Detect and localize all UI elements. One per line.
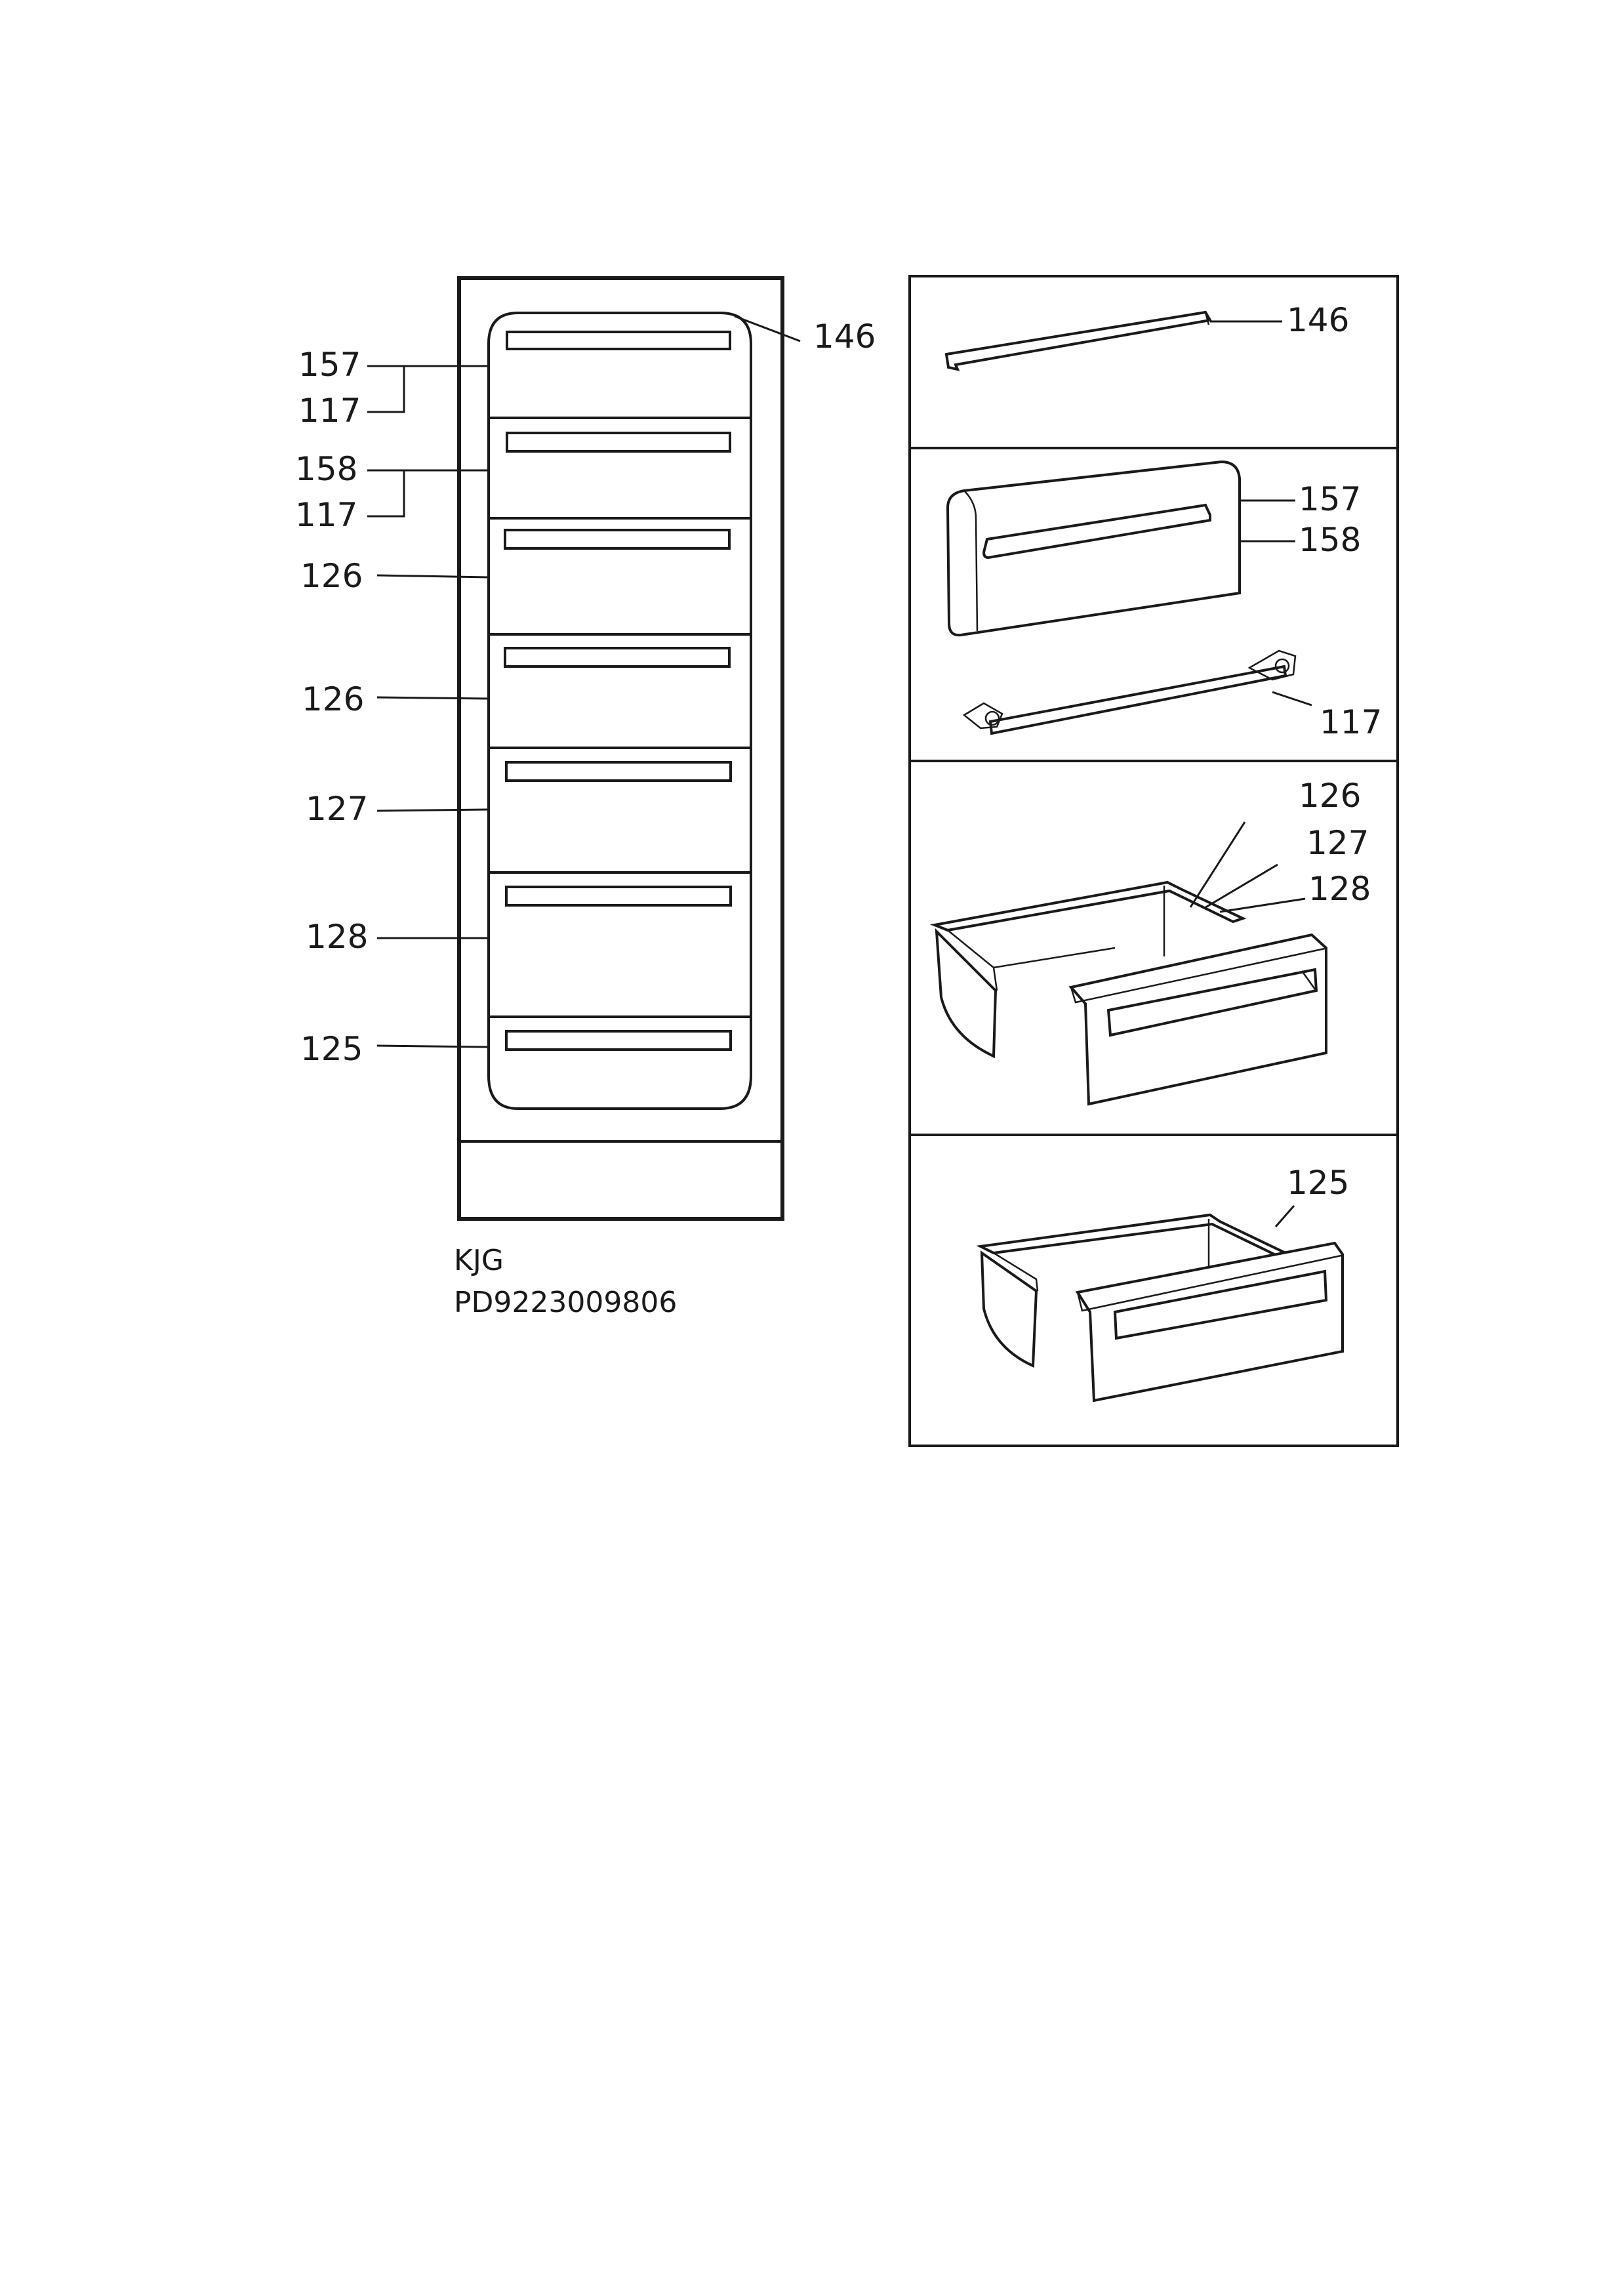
drawer-handle-3 (504, 529, 731, 550)
drawer-handle-1 (506, 331, 731, 350)
panel-door-front: 157 158 117 (946, 460, 1382, 741)
label-157-left: 157 (298, 346, 361, 384)
panel-trim-strip: 146 (944, 301, 1349, 371)
left-leader-lines (367, 315, 801, 1048)
freezer-front-view: 157 117 158 117 126 126 127 128 125 146 … (295, 276, 876, 1319)
bottom-drawer-handle-slot (1113, 1269, 1328, 1340)
drawer-separators (489, 417, 751, 1018)
label-128-left: 128 (306, 918, 368, 956)
label-146-left: 146 (813, 318, 876, 356)
drawer-rail-part (988, 665, 1287, 735)
label-158-left: 158 (295, 450, 357, 488)
product-code-caption: PD9223009806 (454, 1286, 677, 1319)
label-128-right: 128 (1308, 870, 1371, 908)
drawer-body-left-wall (935, 928, 998, 1059)
drawer-handle-6 (505, 886, 732, 907)
freezer-base-plinth (458, 1140, 784, 1220)
parts-panels: 146 157 158 117 (908, 275, 1399, 1447)
drawer-front-panel (1068, 933, 1327, 1106)
bottom-drawer-rim (976, 1213, 1290, 1257)
model-caption: KJG (454, 1244, 504, 1277)
bottom-drawer-left-wall (980, 1250, 1038, 1368)
label-127-right: 127 (1306, 824, 1369, 862)
drawer-front-handle-slot (1106, 968, 1318, 1037)
drawer-handle-2 (506, 432, 731, 453)
panel-drawer-large: 126 127 128 (929, 777, 1371, 1106)
drawer-rim (929, 880, 1247, 932)
parts-panel-frame (908, 275, 1399, 1447)
label-117-left-b: 117 (295, 496, 357, 534)
label-127-left: 127 (306, 790, 368, 828)
door-front-part (946, 460, 1241, 637)
panel-drawer-bottom: 125 (976, 1164, 1349, 1403)
drawer-handle-7 (505, 1030, 732, 1051)
label-126-left-b: 126 (302, 680, 364, 718)
door-front-handle-slot (982, 503, 1211, 560)
label-125-left: 125 (300, 1030, 363, 1068)
drawer-handle-4 (504, 647, 731, 668)
label-125-right: 125 (1287, 1164, 1349, 1202)
label-158-right: 158 (1299, 521, 1361, 559)
label-117-right: 117 (1320, 703, 1382, 741)
label-117-left-a: 117 (298, 392, 361, 430)
label-126-right: 126 (1299, 777, 1361, 815)
drawer-handles (504, 331, 732, 1051)
label-157-right: 157 (1299, 480, 1361, 518)
trim-strip-part (944, 310, 1213, 371)
freezer-door-outline (487, 312, 752, 1110)
drawer-handle-5 (505, 761, 732, 782)
label-146-right: 146 (1287, 301, 1349, 339)
label-126-left-a: 126 (300, 557, 363, 595)
